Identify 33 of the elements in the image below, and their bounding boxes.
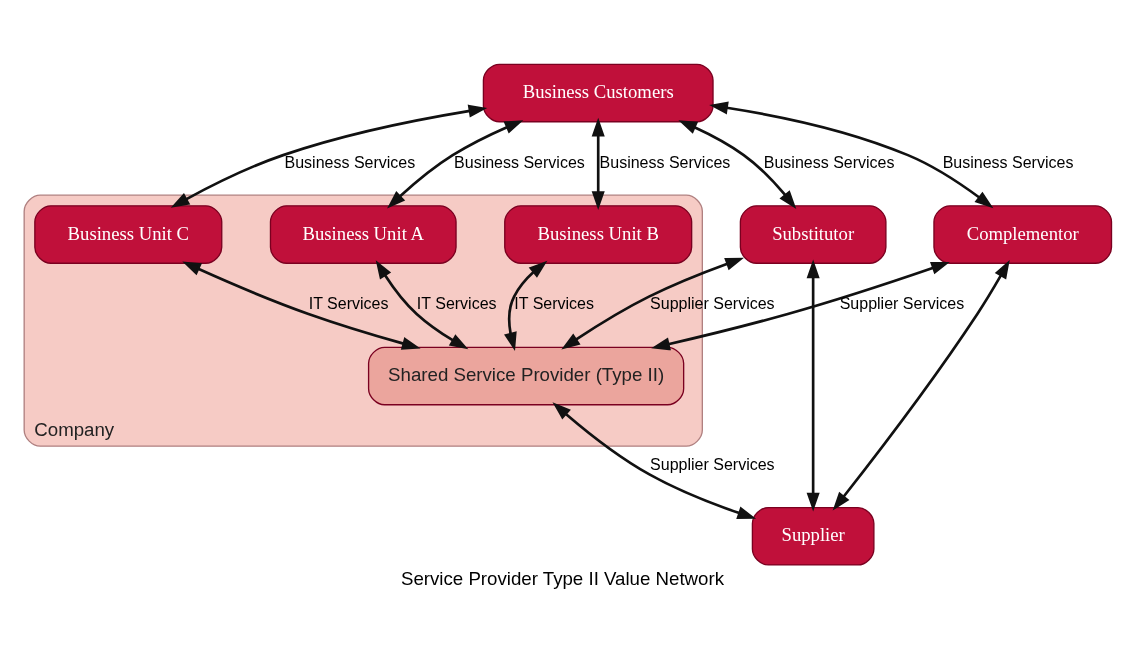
arrow: [561, 257, 745, 350]
edge-label: Business Services: [599, 153, 731, 171]
arrow: [375, 260, 469, 350]
edge-label: Supplier Services: [650, 455, 775, 473]
arrow: [806, 259, 820, 512]
arrow: [387, 120, 524, 209]
node-box: Business Customers: [482, 63, 714, 123]
edge-label: Supplier Services: [650, 295, 775, 313]
arrow: [832, 259, 1010, 511]
arrow: [504, 260, 548, 351]
arrow: [182, 261, 421, 350]
node-box: Business Unit C: [34, 205, 223, 264]
arrow: [651, 261, 950, 351]
arrow: [678, 120, 797, 209]
node-box: Complementor: [933, 205, 1113, 264]
node-box: Business Unit A: [269, 205, 457, 264]
node-box: Substitutor: [739, 205, 887, 264]
arrow: [170, 104, 488, 208]
arrow: [709, 101, 994, 209]
edge-label: Business Services: [454, 153, 585, 171]
edge-label: IT Services: [514, 295, 595, 313]
node-box: Business Unit B: [504, 205, 693, 264]
caption: Service Provider Type II Value Network: [400, 568, 725, 590]
node-box: Supplier: [751, 506, 875, 566]
arrow: [552, 402, 757, 519]
node-box: Shared Service Provider (Type II): [367, 346, 685, 406]
edge-label: Supplier Services: [839, 295, 965, 313]
edge-label: IT Services: [416, 295, 497, 313]
edge-label: Business Services: [284, 153, 416, 171]
edge-label: Business Services: [942, 153, 1074, 171]
edge-label: IT Services: [308, 295, 389, 313]
edge-label: Business Services: [763, 153, 895, 171]
arrow: [591, 117, 605, 210]
